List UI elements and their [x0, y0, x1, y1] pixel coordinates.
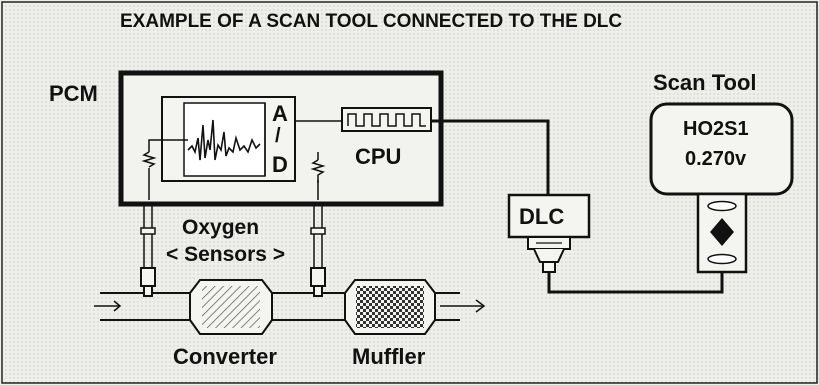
sensor-circuits	[141, 139, 326, 200]
converter-label: Converter	[173, 344, 277, 369]
scan-tool-reading-name: HO2S1	[683, 118, 749, 140]
sensor-leads	[140, 202, 326, 268]
cpu-dlc-wire	[432, 119, 550, 195]
cpu-label: CPU	[355, 144, 402, 169]
converter-core	[202, 286, 260, 328]
ad-label-a: A	[272, 101, 288, 126]
ad-label-d: D	[272, 152, 288, 177]
dpad-icon[interactable]	[710, 218, 734, 246]
scan-tool	[649, 102, 794, 274]
pcm-label: PCM	[49, 81, 98, 106]
oxygen-label: Oxygen	[182, 216, 260, 239]
flow-arrow-icon	[94, 299, 486, 313]
muffler-label: Muffler	[352, 344, 426, 369]
scan-tool-cable	[547, 272, 724, 294]
dlc-connector	[507, 193, 591, 273]
sensors-label: < Sensors >	[166, 243, 286, 266]
scan-tool-label: Scan Tool	[653, 70, 757, 95]
square-wave-icon	[347, 113, 426, 127]
dlc-label: DLC	[519, 204, 565, 229]
ad-label-slash: /	[275, 125, 281, 147]
scan-tool-reading-value: 0.270v	[685, 148, 747, 170]
exhaust-system	[94, 267, 486, 335]
muffler-core	[356, 286, 424, 328]
diagram-title: EXAMPLE OF A SCAN TOOL CONNECTED TO THE …	[120, 11, 623, 32]
scope-trace-icon	[187, 119, 261, 161]
